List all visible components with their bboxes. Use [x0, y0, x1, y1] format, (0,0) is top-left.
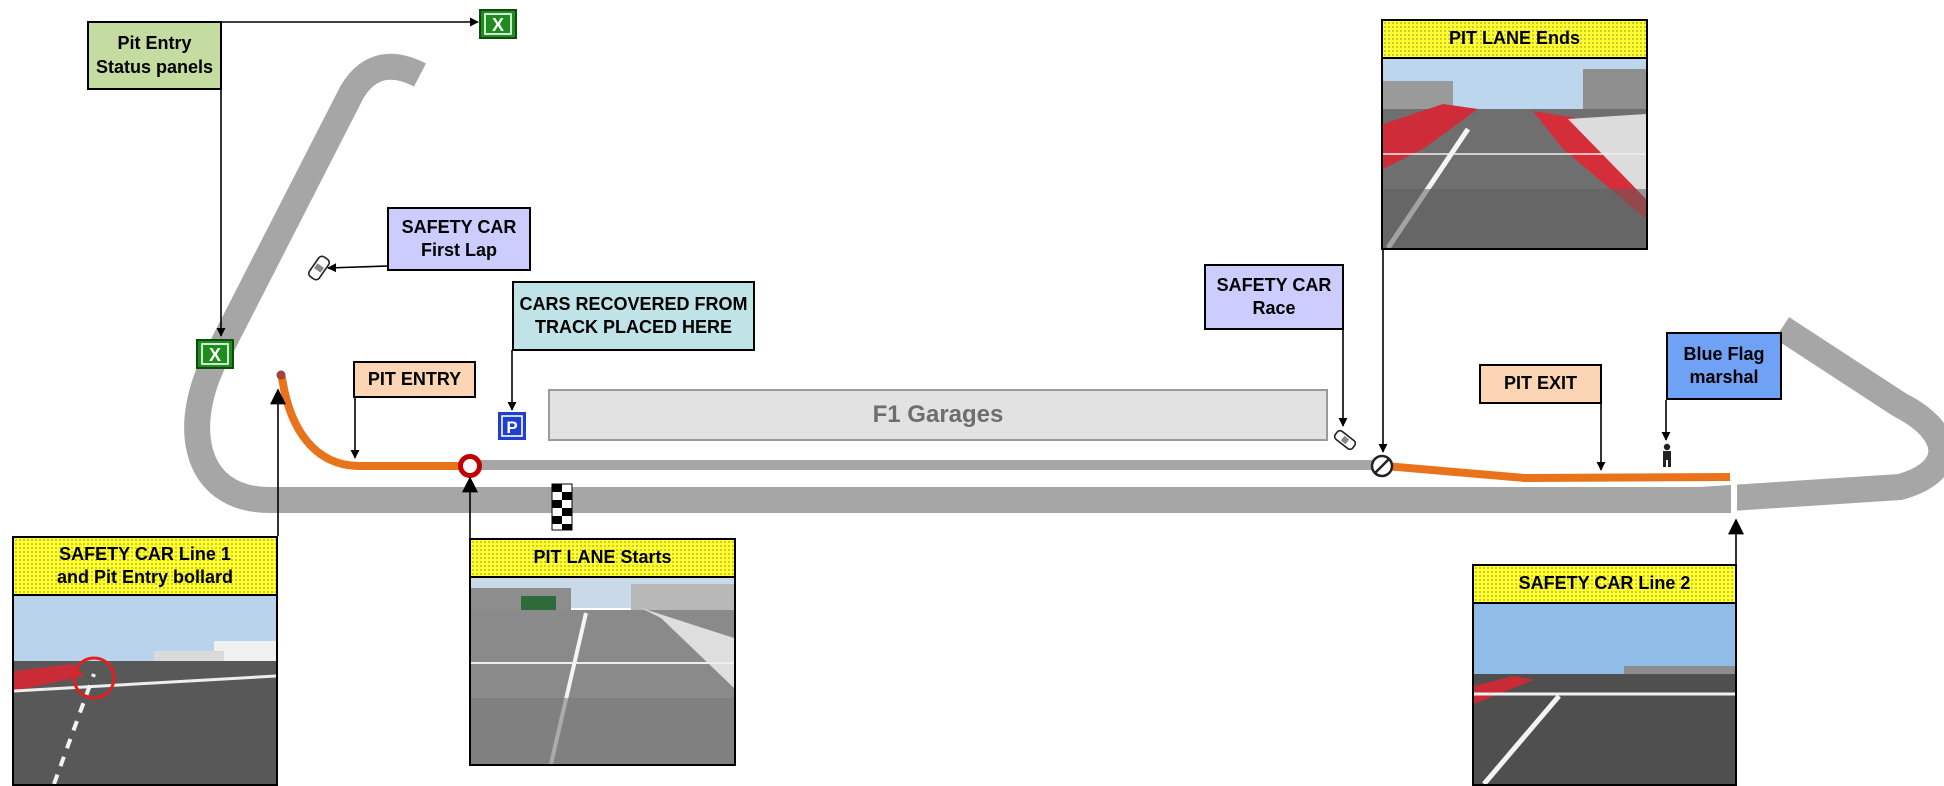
safety-car-line-2-label: SAFETY CAR Line 2	[1472, 564, 1737, 604]
safety-car-line-1-photo	[12, 594, 278, 786]
pit-lane-ends-label: PIT LANE Ends	[1381, 19, 1648, 59]
parking-sign-letter: P	[506, 418, 517, 437]
safety-car-line-2-photo	[1472, 602, 1737, 786]
blue-flag-marshal-label: Blue Flag marshal	[1666, 332, 1782, 400]
pit-entry-status-panels-label: Pit Entry Status panels	[87, 21, 222, 90]
safety-car-race-icon	[1333, 429, 1357, 451]
track-right-section	[1699, 317, 1944, 513]
pit-exit-lane	[1384, 462, 1731, 483]
pit-lane-end-icon	[1370, 454, 1394, 478]
safety-car-icon	[307, 255, 331, 281]
pit-entry-bollard-icon	[276, 370, 286, 380]
track-dashed-line	[283, 209, 367, 361]
cars-recovered-label: CARS RECOVERED FROM TRACK PLACED HERE	[512, 281, 755, 351]
pit-lane-starts-photo	[469, 576, 736, 766]
pit-lane-starts-label: PIT LANE Starts	[469, 538, 736, 578]
status-panel-icon-left: X	[196, 339, 234, 369]
safety-car-race-label: SAFETY CAR Race	[1204, 264, 1344, 330]
status-panel-icon-top: X	[479, 9, 517, 39]
safety-car-line-1-label: SAFETY CAR Line 1 and Pit Entry bollard	[12, 536, 278, 596]
parking-sign-icon: P	[498, 412, 526, 440]
status-panel-x-top: X	[492, 15, 504, 35]
f1-garages-block: F1 Garages	[548, 389, 1328, 441]
status-panel-x-left: X	[209, 345, 221, 365]
safety-car-first-lap-label: SAFETY CAR First Lap	[387, 207, 531, 271]
pit-lane-start-icon	[458, 454, 482, 478]
connector-arrows	[216, 17, 1744, 564]
pit-lane-ends-photo	[1381, 57, 1648, 250]
track-left-section	[184, 53, 1735, 513]
chequered-flag-icon	[551, 483, 573, 531]
pit-entry-label: PIT ENTRY	[353, 361, 476, 398]
pit-exit-label: PIT EXIT	[1479, 364, 1602, 404]
marshal-icon	[1663, 443, 1671, 467]
